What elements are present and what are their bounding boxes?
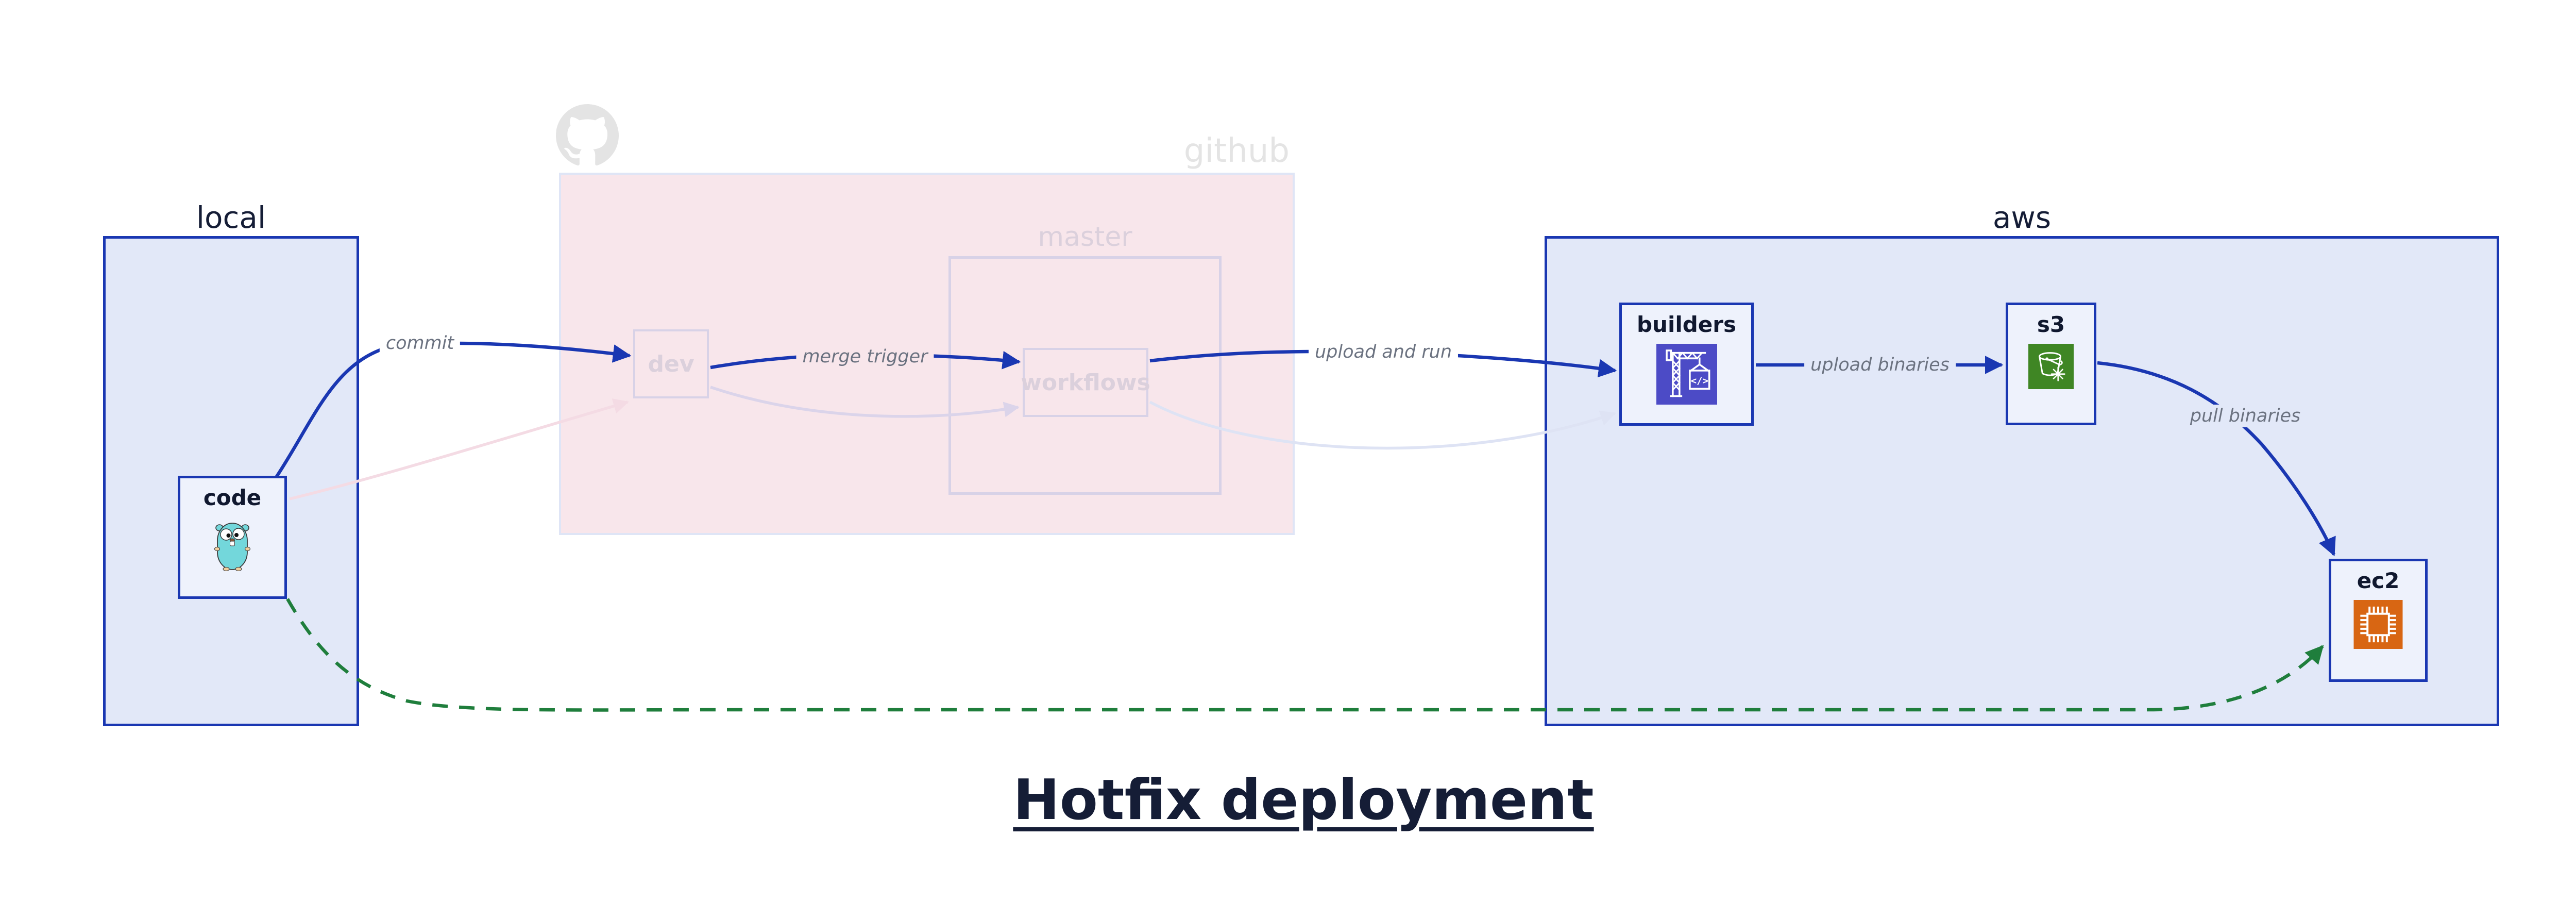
edge-label-upload-binaries: upload binaries [1804, 354, 1956, 376]
codebuild-icon-code-glyph: </> [1690, 375, 1708, 386]
node-dev: dev [633, 329, 709, 398]
edge-code-dev-faded [289, 398, 629, 500]
node-workflows: workflows [1021, 348, 1150, 417]
edge-hotfix-direct-deploy [286, 598, 2324, 712]
ec2-chip-icon [2353, 599, 2403, 651]
node-builders: builders </> [1619, 303, 1754, 426]
edge-label-pull-binaries: pull binaries [2183, 405, 2307, 427]
node-s3: s3 [2006, 303, 2096, 425]
edge-label-commit: commit [379, 332, 461, 355]
diagram-title: Hotfix deployment [1013, 768, 1594, 832]
edge-label-upload-and-run: upload and run [1308, 341, 1459, 363]
node-code: code [178, 476, 287, 599]
master-branch-box [948, 256, 1222, 495]
node-ec2-label: ec2 [2357, 568, 2400, 593]
node-s3-label: s3 [2037, 312, 2065, 337]
master-branch-label: master [1038, 222, 1132, 253]
github-region-label: github [1183, 132, 1290, 170]
edge-dev-workflows-faded [710, 386, 1020, 418]
node-code-label: code [203, 485, 262, 510]
edge-pull-binaries [2097, 361, 2336, 557]
node-dev-label: dev [648, 350, 694, 377]
github-octocat-logo [556, 104, 619, 169]
aws-region-label: aws [1992, 200, 2052, 235]
node-builders-label: builders [1636, 312, 1737, 337]
codebuild-crane-icon: </> [1656, 343, 1718, 407]
edge-commit [274, 341, 632, 480]
edge-label-merge-trigger: merge trigger [796, 345, 934, 368]
node-ec2: ec2 [2329, 559, 2428, 682]
go-gopher-icon [214, 517, 251, 574]
edge-workflows-builders-faded [1149, 400, 1616, 450]
s3-glacier-bucket-icon [2028, 343, 2074, 391]
node-workflows-label: workflows [1021, 369, 1150, 396]
local-region-label: local [196, 200, 266, 235]
